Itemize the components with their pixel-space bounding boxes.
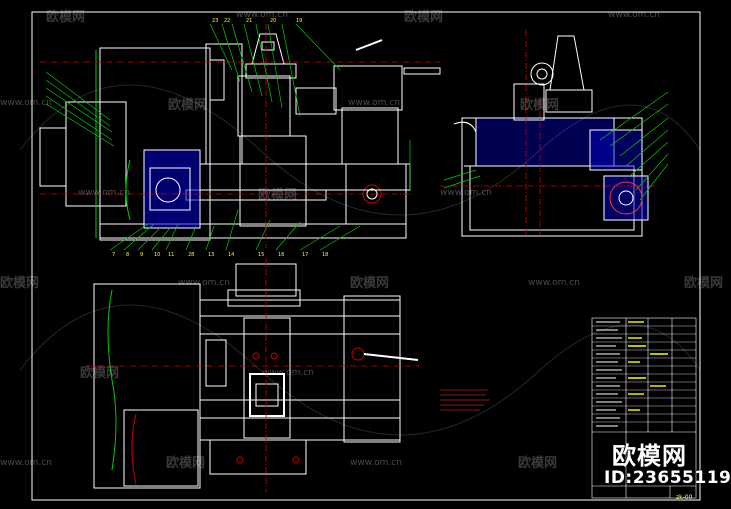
watermark-url: www.om.cn xyxy=(0,458,52,468)
svg-text:9: 9 xyxy=(140,252,143,258)
svg-text:7: 7 xyxy=(112,252,115,258)
watermark-url: www.om.cn xyxy=(348,98,400,108)
brand-badge-id: ID:23655119 xyxy=(604,468,731,488)
svg-text:13: 13 xyxy=(208,252,214,258)
watermark-url: www.om.cn xyxy=(78,188,130,198)
watermark-arcs xyxy=(19,84,701,436)
watermark-brand: 欧模网 xyxy=(166,456,206,471)
watermark-brand: 欧模网 xyxy=(258,188,298,203)
drawing-number: zk-00 xyxy=(676,494,693,501)
svg-text:14: 14 xyxy=(228,252,234,258)
svg-text:15: 15 xyxy=(258,252,264,258)
svg-text:17: 17 xyxy=(302,252,308,258)
watermark-url: www.om.cn xyxy=(528,278,580,288)
brand-badge-name: 欧模网 xyxy=(612,442,687,470)
watermark-brand: 欧模网 xyxy=(520,98,560,113)
watermark-brand: 欧模网 xyxy=(80,366,120,381)
watermark-url: www.om.cn xyxy=(236,10,288,20)
svg-text:20: 20 xyxy=(270,18,276,24)
watermark-url: www.om.cn xyxy=(350,458,402,468)
watermark-brand: 欧模网 xyxy=(518,456,558,471)
watermark-brand: 欧模网 xyxy=(0,276,40,291)
drawing-border xyxy=(31,11,701,501)
watermark-brand: 欧模网 xyxy=(350,276,390,291)
watermark-url: www.om.cn xyxy=(262,368,314,378)
watermark-url: www.om.cn xyxy=(0,98,52,108)
top-view xyxy=(93,263,419,489)
title-block-text-marks xyxy=(628,321,668,411)
side-view-centerlines xyxy=(440,30,660,236)
side-view-leaders xyxy=(443,91,669,201)
svg-text:28: 28 xyxy=(188,252,194,258)
front-view xyxy=(39,33,441,241)
watermark-brand: 欧模网 xyxy=(46,10,86,25)
watermark-url: www.om.cn xyxy=(178,278,230,288)
svg-text:8: 8 xyxy=(126,252,129,258)
top-view-centerlines xyxy=(86,258,420,492)
svg-text:23: 23 xyxy=(212,18,218,24)
svg-text:18: 18 xyxy=(322,252,328,258)
front-view-centerlines xyxy=(40,24,440,248)
title-block-rows xyxy=(592,325,696,423)
front-view-labels: 7 8 9 10 11 28 13 14 15 16 17 18 23 22 21 20 19 xyxy=(112,18,328,258)
svg-text:19: 19 xyxy=(296,18,302,24)
svg-text:16: 16 xyxy=(278,252,284,258)
svg-text:10: 10 xyxy=(154,252,160,258)
watermark-url: www.om.cn xyxy=(440,188,492,198)
watermark-url: www.om.cn xyxy=(608,10,660,20)
cad-drawing-canvas: 7 8 9 10 11 28 13 14 15 16 17 18 23 22 21 20 19 xyxy=(19,11,701,501)
title-block-white-text-marks xyxy=(596,321,622,427)
title-block xyxy=(591,317,697,499)
watermark-brand: 欧模网 xyxy=(684,276,724,291)
watermark-brand: 欧模网 xyxy=(404,10,444,25)
front-view-leaders xyxy=(45,23,411,251)
svg-text:11: 11 xyxy=(168,252,174,258)
svg-text:21: 21 xyxy=(246,18,252,24)
top-view-notes xyxy=(440,389,490,411)
svg-text:22: 22 xyxy=(224,18,230,24)
watermark-brand: 欧模网 xyxy=(168,98,208,113)
side-view xyxy=(453,35,649,237)
